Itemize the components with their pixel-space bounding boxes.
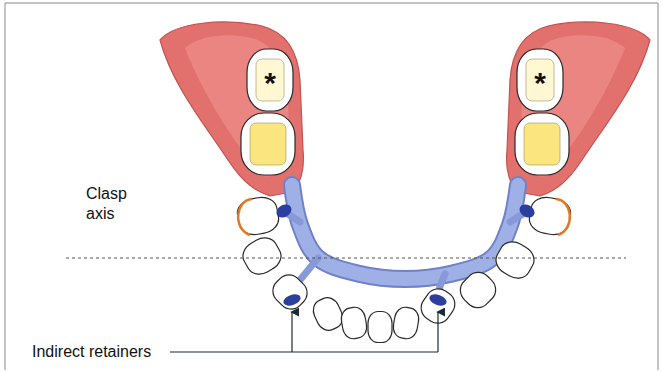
tooth [515, 113, 569, 175]
rest-seat [282, 292, 302, 308]
tooth [455, 267, 501, 313]
tooth [339, 306, 368, 341]
major-connector [292, 185, 518, 279]
leader-line [170, 351, 438, 352]
rest-seat [274, 202, 294, 220]
tooth [309, 294, 346, 334]
tooth [235, 195, 281, 237]
rest-seat [428, 292, 448, 308]
tooth [527, 195, 573, 237]
axis-label: Clasp axis [86, 184, 146, 224]
retainer-label: Indirect retainers [32, 342, 192, 362]
tooth [517, 49, 563, 111]
clasp-arm [238, 199, 252, 235]
denture-base [507, 22, 650, 196]
artificial-tooth-mark: * [255, 68, 285, 98]
leader-arrow [437, 312, 438, 352]
tooth [391, 306, 420, 341]
clasp-arm [556, 199, 570, 235]
leader-arrow [291, 312, 292, 352]
artificial-tooth-mark: * [525, 68, 555, 98]
tooth [238, 233, 286, 280]
rest-seat [517, 202, 537, 220]
tooth [268, 270, 313, 315]
clasp-axis-line [66, 258, 626, 259]
denture-base [160, 22, 303, 196]
tooth [368, 312, 392, 343]
tooth [491, 237, 539, 284]
tooth [247, 49, 293, 111]
major-connector-edge [292, 185, 518, 279]
frame [5, 3, 658, 370]
tooth [241, 113, 295, 175]
